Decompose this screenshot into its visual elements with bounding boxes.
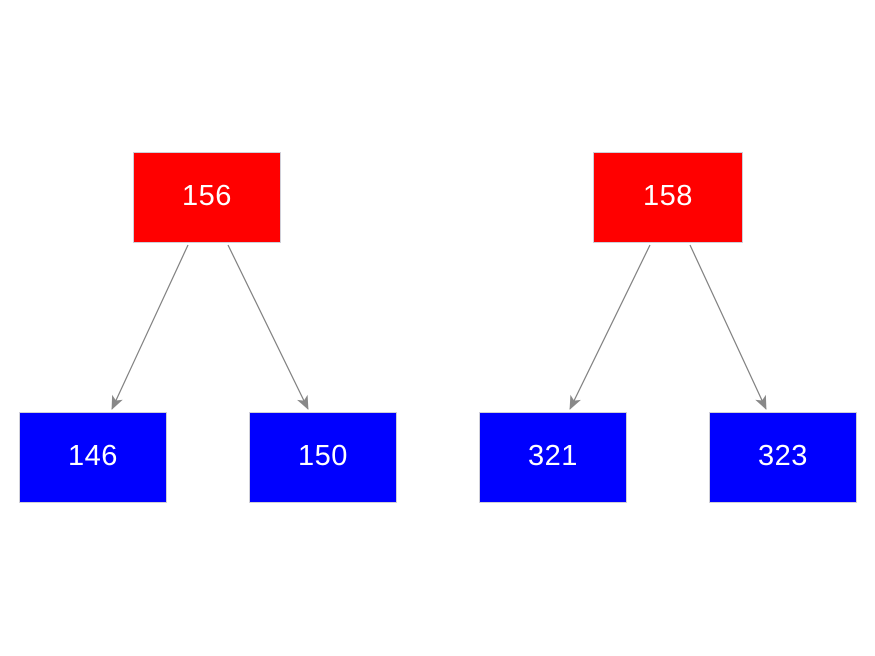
node-156[interactable]: 156 <box>133 152 281 243</box>
node-146[interactable]: 146 <box>19 412 167 503</box>
edge-n158-to-n321 <box>569 244 651 410</box>
node-label: 158 <box>643 180 693 212</box>
node-label: 321 <box>528 440 578 472</box>
edge-n156-to-n146 <box>111 244 189 410</box>
node-label: 146 <box>68 440 118 472</box>
node-321[interactable]: 321 <box>479 412 627 503</box>
node-323[interactable]: 323 <box>709 412 857 503</box>
edge-n158-to-n323 <box>689 244 767 410</box>
edges-group <box>111 244 767 410</box>
edge-n156-to-n150 <box>227 244 309 410</box>
node-label: 156 <box>182 180 232 212</box>
node-158[interactable]: 158 <box>593 152 743 243</box>
node-150[interactable]: 150 <box>249 412 397 503</box>
node-label: 323 <box>758 440 808 472</box>
node-label: 150 <box>298 440 348 472</box>
